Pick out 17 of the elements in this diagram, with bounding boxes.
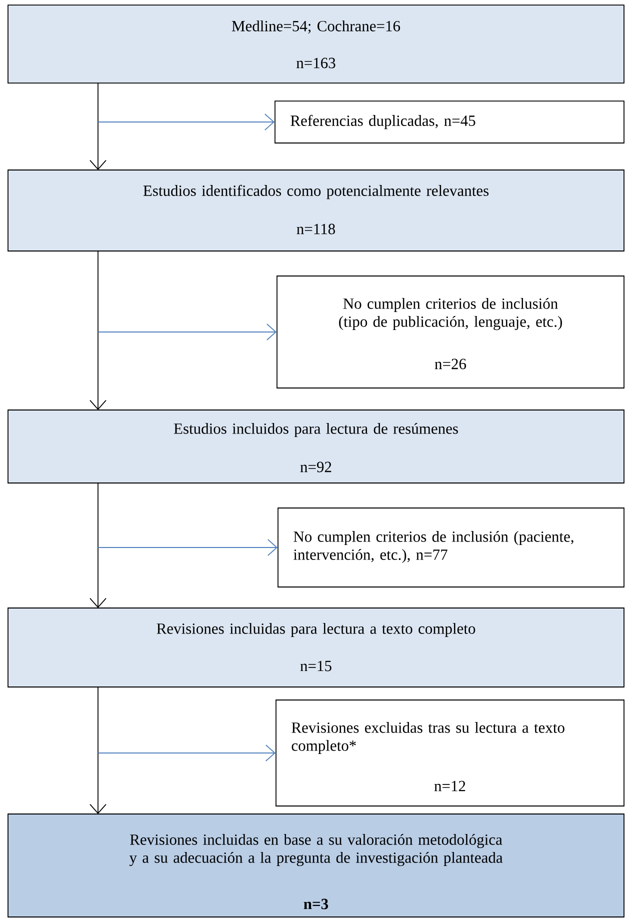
- process-box: Revisiones incluidas para lectura a texto completo n=15: [8, 608, 624, 688]
- arrow: [98, 114, 275, 130]
- arrow: [90, 482, 106, 608]
- exclusion-box: Revisiones excluidas tras su lectura a texto completo* n=12: [276, 700, 624, 806]
- arrow: [98, 539, 278, 556]
- process-box: Estudios identificados como potencialmente relevantes n=118: [8, 170, 624, 252]
- arrow: [98, 744, 276, 762]
- arrow: [90, 82, 106, 170]
- arrow: [90, 250, 106, 410]
- result-box: Revisiones incluidas en base a su valoración metodológica y a su adecuación a la pregunta de investigación planteada n=3: [8, 814, 624, 918]
- process-box: Estudios incluidos para lectura de resúmenes n=92: [8, 410, 624, 484]
- process-box: Medline=54; Cochrane=16 n=163: [8, 4, 624, 84]
- arrow: [98, 324, 277, 340]
- exclusion-box: Referencias duplicadas, n=45: [274, 100, 624, 144]
- arrow: [90, 686, 106, 814]
- exclusion-box: No cumplen criterios de inclusión (paciente, intervención, etc.), n=77: [278, 508, 624, 588]
- exclusion-box: No cumplen criterios de inclusión (tipo de publicación, lenguaje, etc.) n=26: [276, 276, 624, 388]
